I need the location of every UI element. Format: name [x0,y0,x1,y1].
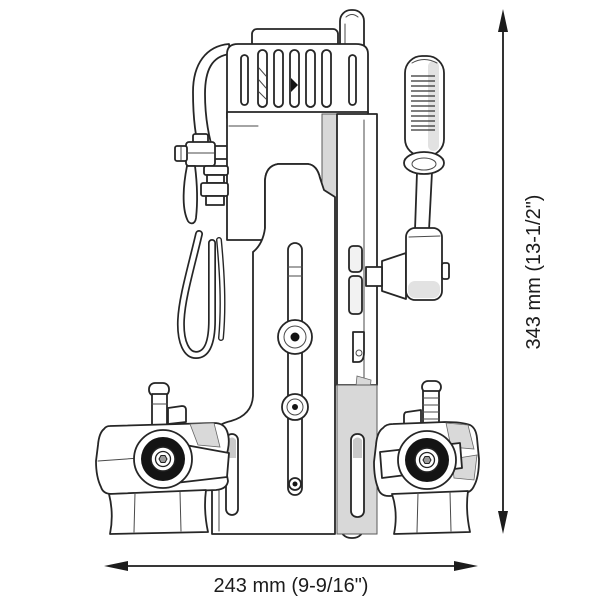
arrow-up-icon [498,9,508,32]
vent-slots [257,49,332,108]
pad-knob-left [133,429,193,489]
arrow-right-icon [454,561,478,571]
machine-illustration [95,9,480,539]
hex-socket-right [422,456,432,464]
base-pad-left [95,382,230,535]
feed-shaft [365,266,383,287]
clamp-lever [182,165,198,225]
feed-shaft-cone [381,252,407,300]
pad-knob-right [397,430,457,490]
pad-foot-right [391,490,471,535]
width-dimension: 243 mm (9-9/16") [104,561,478,597]
vent-groove-left [240,54,249,106]
base-slot-right [350,433,365,518]
feed-handle-grip [404,55,445,157]
clamp-fitting [174,133,229,225]
height-dimension: 343 mm (13-1/2") [498,9,545,534]
arrow-left-icon [104,561,128,571]
column-slot [287,242,303,496]
vent-groove-right [348,54,357,106]
width-dimension-label: 243 mm (9-9/16") [214,575,369,597]
base-pad-right [373,380,480,535]
slot-knob-upper [277,319,313,355]
grip-knurling [411,75,435,131]
hose-loop [176,230,226,360]
pad-foot-left [108,489,209,535]
feed-handle-collar [403,151,445,175]
arrow-down-icon [498,511,508,534]
feed-handle-hub [405,227,450,301]
hex-socket-left [158,455,168,463]
slot-knob-lower [281,393,309,421]
motor-housing [226,43,369,119]
feed-handle [365,55,450,301]
feed-handle-arm [414,171,433,231]
height-dimension-label: 343 mm (13-1/2") [523,195,545,350]
